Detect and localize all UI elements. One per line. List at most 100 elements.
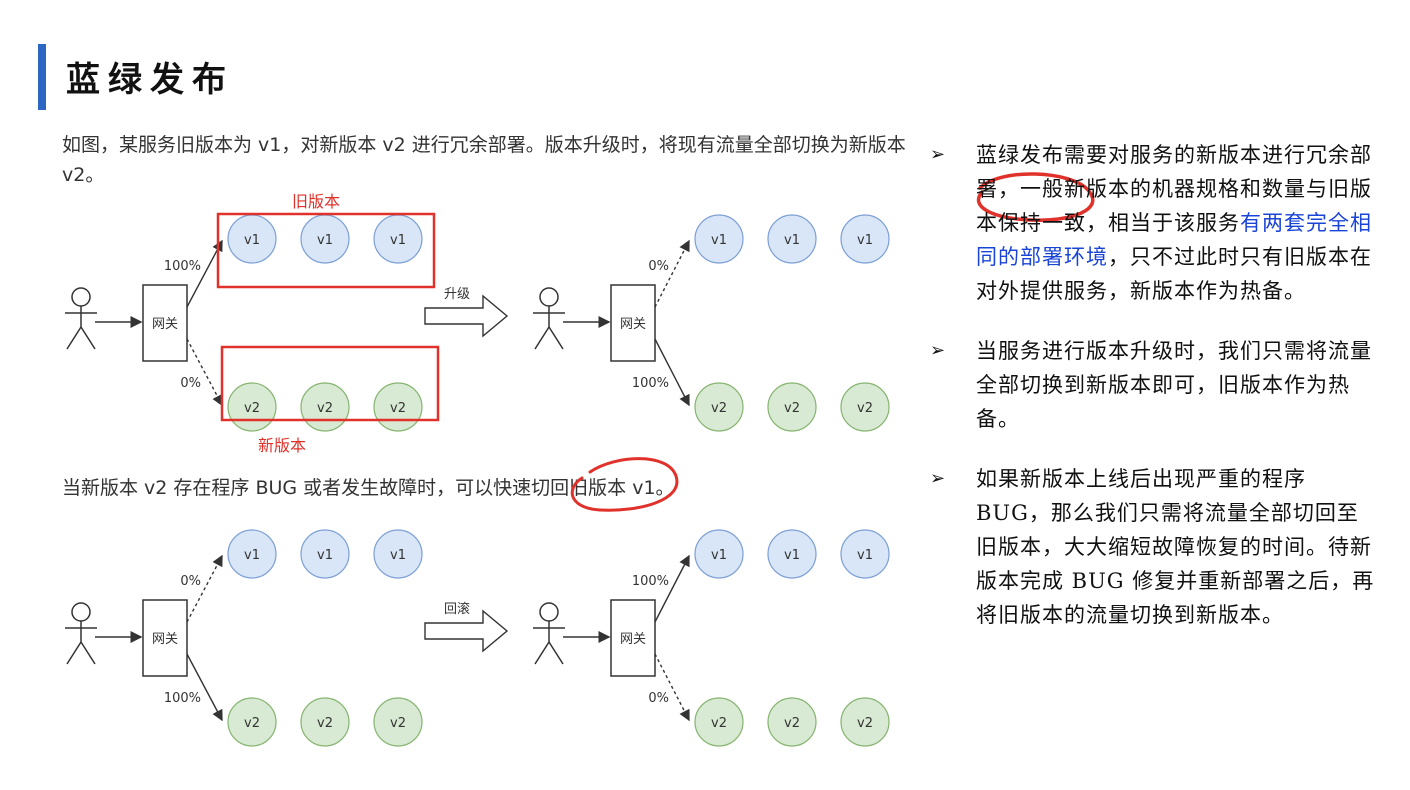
v1-instance	[767, 529, 817, 579]
v1-instance	[694, 214, 744, 264]
traffic-percent-v2: 100%	[632, 376, 669, 391]
person-body-icon	[65, 306, 97, 350]
upgrade-arrow	[424, 294, 509, 338]
route-to-v1	[654, 554, 690, 623]
v2-label: v2	[711, 716, 727, 731]
old-version-label: 旧版本	[292, 192, 341, 211]
v1-label: v1	[390, 233, 406, 248]
handwritten-ellipse-mark	[976, 172, 1095, 222]
person-body-icon	[533, 306, 565, 350]
gateway-label: 网关	[152, 317, 178, 332]
gateway-label: 网关	[620, 632, 646, 647]
bullet-text-tail: ，只不过此时只有旧版本在对外提供服务，新版本作为热备。	[976, 245, 1372, 303]
rollback-text: 当新版本 v2 存在程序 BUG 或者发生故障时，可以快速切回旧版本 v1。	[62, 477, 675, 499]
bullet-item: ➢ 如果新版本上线后出现严重的程序BUG，那么我们只需将流量全部切回至旧版本，大…	[930, 462, 1380, 632]
v1-label: v1	[317, 548, 333, 563]
person-head-icon	[539, 602, 559, 622]
person-head-icon	[539, 287, 559, 307]
traffic-percent-v1: 0%	[648, 259, 669, 274]
v2-instance	[694, 697, 744, 747]
v2-instance	[767, 697, 817, 747]
bullet-text: 当服务进行版本升级时，我们只需将流量全部切换到新版本即可，旧版本作为热备。	[976, 339, 1372, 431]
v2-instance	[767, 382, 817, 432]
gateway-box	[610, 599, 656, 677]
gateway-label: 网关	[620, 317, 646, 332]
v2-label: v2	[857, 716, 873, 731]
v2-instance	[373, 697, 423, 747]
bullet-list: ➢ 蓝绿发布需要对服务的新版本进行冗余部署，一般新版本的机器规格和数量与旧版本保…	[930, 138, 1380, 658]
v1-instance	[300, 529, 350, 579]
v2-label: v2	[390, 716, 406, 731]
old-version-box	[216, 212, 436, 289]
bullet-arrow-icon: ➢	[930, 340, 946, 361]
route-to-v2	[654, 653, 690, 722]
bullet-arrow-icon: ➢	[930, 468, 946, 489]
upgrade-arrow-label: 升级	[444, 287, 470, 302]
bullet-item: ➢ 当服务进行版本升级时，我们只需将流量全部切换到新版本即可，旧版本作为热备。	[930, 334, 1380, 436]
bullet-arrow-icon: ➢	[930, 144, 946, 165]
rollback-arrow-label: 回滚	[444, 601, 470, 617]
gateway-box	[610, 284, 656, 362]
v2-instance	[694, 382, 744, 432]
v1-instance	[373, 529, 423, 579]
traffic-percent-v1: 100%	[632, 574, 669, 589]
title-accent-bar	[38, 44, 46, 110]
v2-label: v2	[711, 401, 727, 416]
v2-label: v2	[244, 716, 260, 731]
traffic-percent-v2: 0%	[648, 691, 669, 706]
page-title: 蓝绿发布	[66, 60, 234, 100]
traffic-percent-v2: 0%	[180, 376, 201, 391]
route-to-v1	[654, 239, 690, 308]
v2-instance	[300, 697, 350, 747]
person-body-icon	[65, 621, 97, 665]
intro-text: 如图，某服务旧版本为 v1，对新版本 v2 进行冗余部署。版本升级时，将现有流量…	[62, 134, 906, 186]
v2-label: v2	[784, 401, 800, 416]
route-to-v1	[186, 239, 223, 308]
gateway-label: 网关	[152, 632, 178, 647]
v1-instance	[840, 529, 890, 579]
v2-instance	[840, 697, 890, 747]
traffic-percent-v1: 0%	[180, 574, 201, 589]
route-to-v2	[654, 338, 690, 407]
new-version-box	[220, 345, 440, 422]
v1-label: v1	[857, 233, 873, 248]
route-to-v2	[186, 653, 223, 722]
v1-instance	[227, 529, 277, 579]
person-body-icon	[533, 621, 565, 665]
traffic-percent-v2: 100%	[164, 691, 201, 706]
rollback-arrow	[424, 609, 509, 653]
v2-instance	[227, 697, 277, 747]
v1-instance	[694, 529, 744, 579]
v1-label: v1	[244, 233, 260, 248]
v2-label: v2	[317, 716, 333, 731]
person-head-icon	[71, 287, 91, 307]
v1-label: v1	[244, 548, 260, 563]
handwritten-circle-mark	[570, 457, 679, 512]
traffic-percent-v1: 100%	[164, 259, 201, 274]
bullet-item: ➢ 蓝绿发布需要对服务的新版本进行冗余部署，一般新版本的机器规格和数量与旧版本保…	[930, 138, 1380, 308]
v1-label: v1	[317, 233, 333, 248]
v1-instance	[767, 214, 817, 264]
route-to-v1	[186, 554, 223, 623]
v1-instance	[840, 214, 890, 264]
v1-label: v1	[784, 233, 800, 248]
deployment-diagram: 网关 100% 0% v1 v2 v1 v2 v1 v2 网关 0% 100% v1 v2 v1 v2 v1 v2…	[65, 212, 890, 747]
v2-label: v2	[244, 401, 260, 416]
v1-label: v1	[711, 233, 727, 248]
route-to-v2	[186, 338, 223, 407]
v1-label: v1	[711, 548, 727, 563]
bullet-highlight: 有两套完全相同的部署环境	[976, 211, 1372, 269]
new-version-label: 新版本	[258, 436, 307, 455]
bullet-text: 如果新版本上线后出现严重的程序BUG，那么我们只需将流量全部切回至旧版本，大大缩…	[976, 467, 1375, 627]
person-head-icon	[71, 602, 91, 622]
gateway-box	[142, 599, 188, 677]
v1-label: v1	[390, 548, 406, 563]
v2-label: v2	[857, 401, 873, 416]
v2-label: v2	[390, 401, 406, 416]
v1-label: v1	[784, 548, 800, 563]
v2-label: v2	[317, 401, 333, 416]
v2-instance	[840, 382, 890, 432]
bullet-text: 蓝绿发布需要对服务的新版本进行冗余部署，一般新版本的机器规格和数量与旧版本保持一…	[976, 143, 1372, 235]
v1-label: v1	[857, 548, 873, 563]
v2-label: v2	[784, 716, 800, 731]
